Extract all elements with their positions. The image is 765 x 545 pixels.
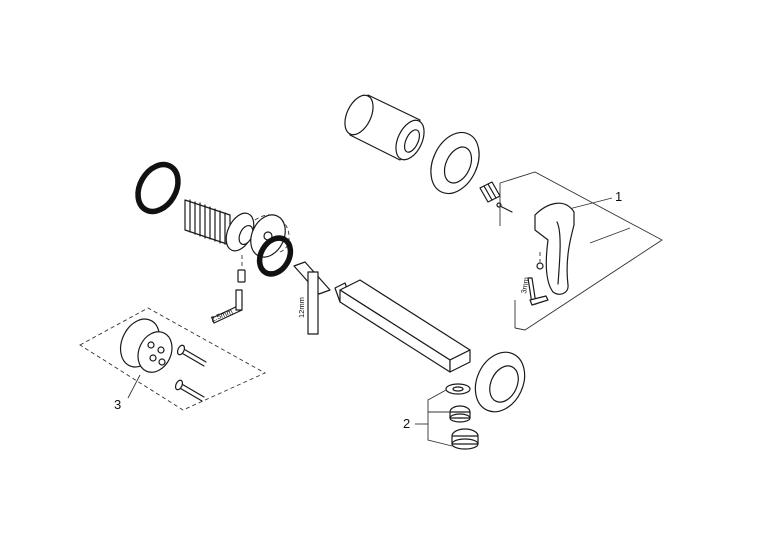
o-ring-left <box>135 161 181 215</box>
callout-3-leader <box>127 374 141 399</box>
rosette-lower <box>474 351 526 413</box>
handle-grub-screw <box>536 252 544 270</box>
callout-1-group <box>499 171 663 331</box>
grub-screw <box>237 255 246 283</box>
mounting-screw-2 <box>174 379 205 402</box>
allen-key-2-5mm-label: 2.5mm <box>209 307 234 324</box>
aerator-insert <box>449 405 471 423</box>
lever-handle <box>534 202 575 295</box>
cartridge-nut <box>479 181 501 203</box>
o-ring-right <box>256 235 294 277</box>
rosette-upper <box>430 131 480 195</box>
callout-3-group <box>79 307 267 411</box>
small-screw <box>496 202 513 213</box>
spout <box>334 279 471 373</box>
sleeve <box>344 94 425 161</box>
allen-key-3mm: 3mm <box>519 276 549 306</box>
callout-2-bracket <box>415 389 453 447</box>
threaded-body <box>184 199 290 258</box>
allen-key-12mm: 12mm <box>293 261 331 335</box>
mounting-plate <box>119 318 173 373</box>
callout-2: 2 <box>403 416 410 431</box>
callout-1: 1 <box>615 189 622 204</box>
callout-3: 3 <box>114 397 121 412</box>
mounting-screw-1 <box>176 344 207 367</box>
aerator-washer <box>445 383 471 395</box>
allen-key-12mm-label: 12mm <box>297 297 306 318</box>
allen-key-2-5mm: 2.5mm <box>209 289 243 324</box>
aerator-cap <box>451 428 479 450</box>
allen-key-3mm-label: 3mm <box>519 276 531 294</box>
